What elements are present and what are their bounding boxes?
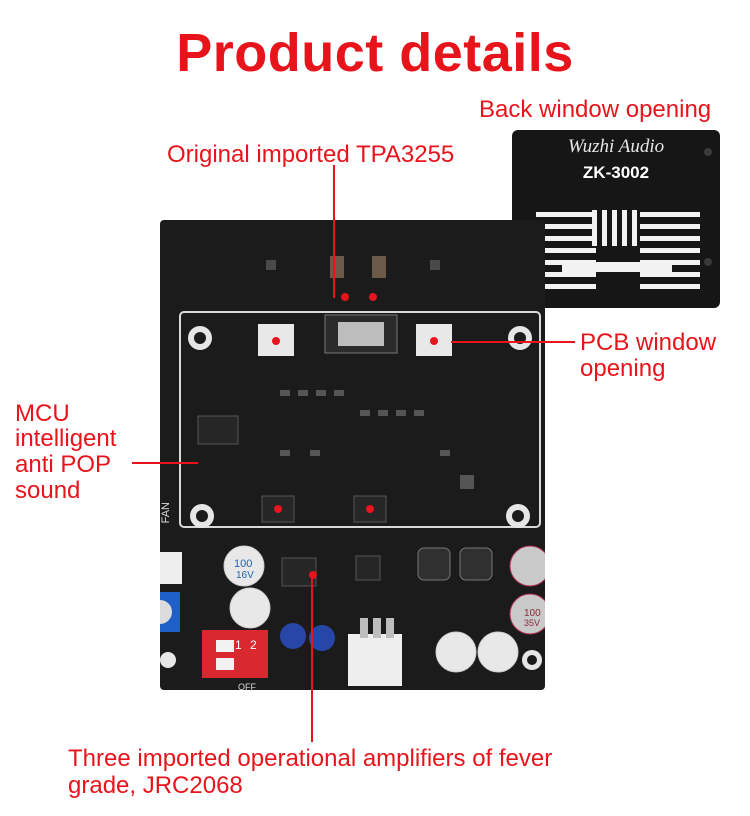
back-panel-photo: Wuzhi Audio ZK-3002 xyxy=(512,130,720,308)
back-panel-brand: Wuzhi Audio xyxy=(567,136,665,157)
switch-1-label: 1 xyxy=(235,638,242,652)
board-components xyxy=(160,256,545,686)
label-opamp-2: grade, JRC2068 xyxy=(68,772,243,799)
label-back-window: Back window opening xyxy=(479,96,712,123)
off-label: OFF xyxy=(238,682,256,692)
label-mcu-1: MCU xyxy=(15,400,70,427)
back-panel-model: ZK-3002 xyxy=(582,163,650,182)
cap-value-small: 100 xyxy=(234,558,253,570)
cap-voltage-big: 35V xyxy=(524,618,541,628)
label-opamp-1: Three imported operational amplifiers of… xyxy=(68,745,553,772)
amplifier-board-photo: FAN OFF 1 2 100 16V 100 35V xyxy=(160,220,545,692)
label-pcb-window-2: opening xyxy=(580,355,666,382)
label-mcu-3: anti POP xyxy=(15,451,112,478)
switch-2-label: 2 xyxy=(250,638,257,652)
label-tpa3255: Original imported TPA3255 xyxy=(167,141,455,168)
cap-value-big: 100 xyxy=(524,608,541,619)
back-panel-vents xyxy=(520,148,712,289)
label-mcu-2: intelligent xyxy=(15,425,117,452)
label-mcu-4: sound xyxy=(15,477,81,504)
label-pcb-window-1: PCB window xyxy=(580,329,717,356)
cap-voltage-small: 16V xyxy=(236,570,254,581)
page-title: Product details xyxy=(176,23,574,83)
